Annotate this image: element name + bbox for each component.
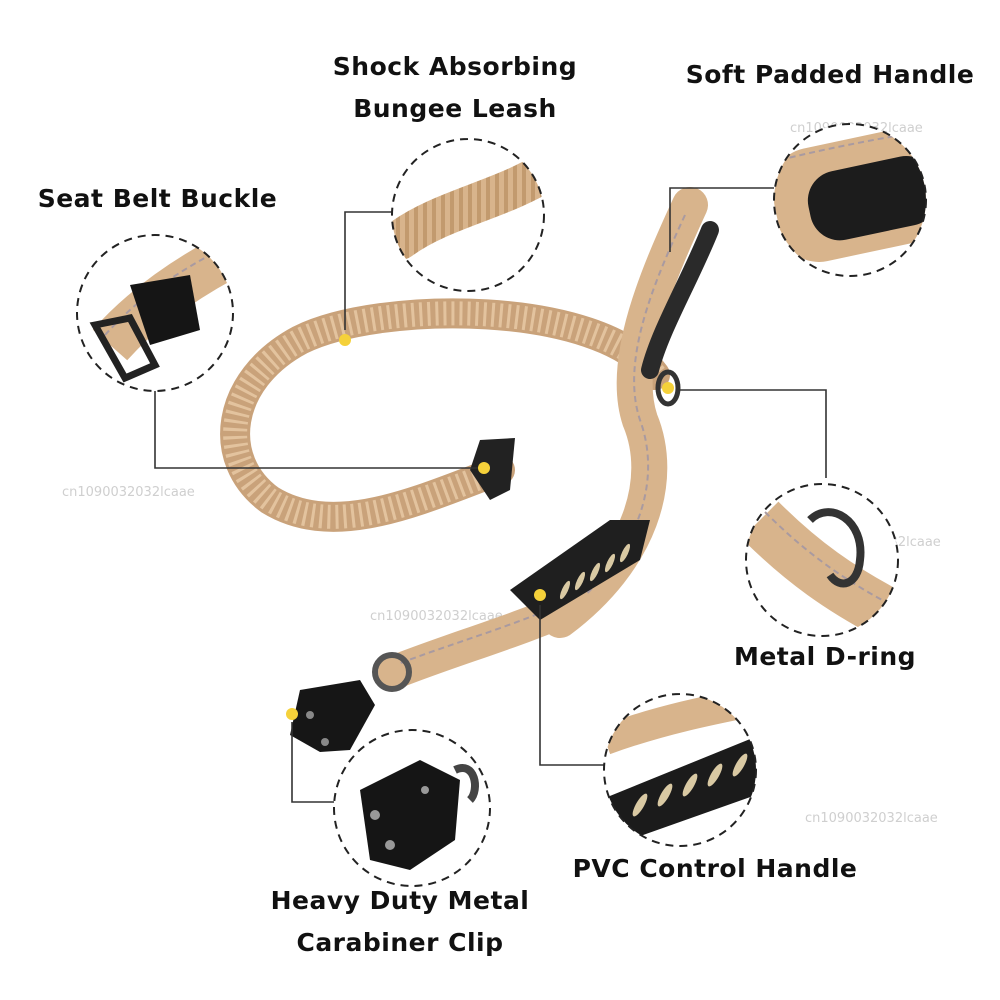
- callout-shock-absorbing: [391, 138, 545, 292]
- lower-strap: [378, 588, 592, 689]
- label-metal-dring: Metal D-ring: [733, 642, 917, 671]
- hotspots: [286, 334, 674, 720]
- label-line: Bungee Leash: [353, 94, 557, 123]
- leash: [220, 187, 719, 752]
- label-line: Heavy Duty Metal: [270, 886, 530, 915]
- callout-pvc-control-handle: [603, 693, 757, 847]
- label-line: Shock Absorbing: [332, 52, 578, 81]
- callout-carabiner-clip: [333, 729, 491, 887]
- callout-soft-padded-handle: [773, 123, 927, 277]
- label-shock-absorbing-bungee-leash: Shock Absorbing Bungee Leash: [300, 46, 610, 130]
- watermark-text: cn1090032032lcaae: [370, 609, 503, 624]
- dring-metal: [655, 369, 681, 407]
- leader-lines: [154, 187, 827, 803]
- callout-seat-belt-buckle: [76, 234, 234, 392]
- label-line: Carabiner Clip: [296, 928, 504, 957]
- handle-padding: [641, 221, 719, 379]
- pvc-slots: [559, 543, 631, 600]
- o-ring: [372, 652, 412, 692]
- label-soft-padded-handle: Soft Padded Handle: [685, 60, 975, 89]
- watermark-text: cn1090032032lcaae: [805, 811, 938, 826]
- buckle-connector: [470, 438, 515, 500]
- callout-metal-dring: [745, 483, 899, 637]
- bungee-loop-ridges: [223, 301, 665, 529]
- watermark-text: cn1090032032lcaae: [62, 485, 195, 500]
- handle-stitch: [564, 214, 686, 613]
- carabiner-body: [290, 680, 375, 752]
- label-pvc-control-handle: PVC Control Handle: [572, 854, 858, 883]
- label-seat-belt-buckle: Seat Belt Buckle: [37, 184, 278, 213]
- label-heavy-duty-carabiner-clip: Heavy Duty Metal Carabiner Clip: [250, 880, 550, 964]
